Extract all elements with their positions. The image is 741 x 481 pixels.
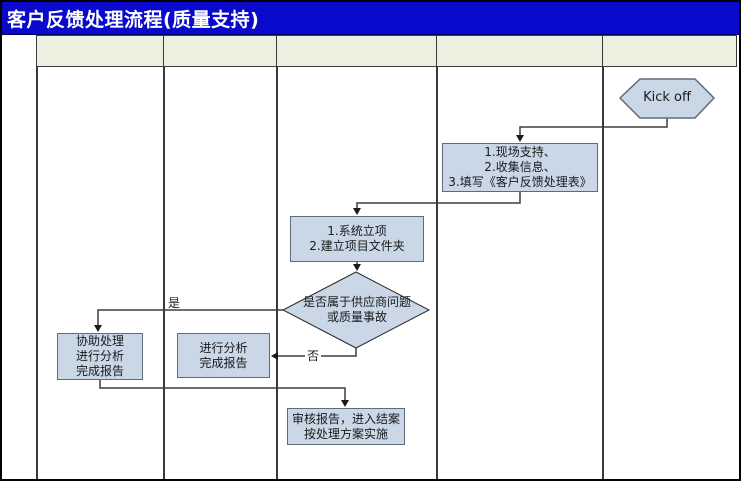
arrowhead-down-review [341, 400, 349, 407]
node-review-close: 审核报告，进入结案 按处理方案实施 [287, 408, 405, 445]
lane-header-2 [163, 35, 278, 67]
arrowhead-down-project [353, 208, 361, 215]
edge-assist-to-review [99, 380, 346, 400]
lane-divider-2 [276, 35, 278, 479]
decision-diamond [281, 271, 431, 349]
arrowhead-down-collect [516, 135, 524, 142]
edge-kickoff-to-collect [519, 118, 668, 136]
edge-decision-yes [97, 309, 283, 326]
lane-divider-0 [36, 35, 38, 479]
node-collect-info: 1.现场支持、 2.收集信息、 3.填写《客户反馈处理表》 [442, 143, 598, 192]
arrowhead-down-decision [353, 264, 361, 271]
arrowhead-left-analyze [271, 352, 278, 360]
node-assist-handle: 协助处理 进行分析 完成报告 [57, 333, 143, 380]
node-analyze-report: 进行分析 完成报告 [177, 333, 270, 378]
lane-divider-1 [163, 35, 165, 479]
page-title: 客户反馈处理流程(质量支持) [7, 8, 260, 31]
edge-collect-to-project [356, 192, 521, 208]
title-bar: 客户反馈处理流程(质量支持) [2, 2, 739, 35]
lane-header-5 [602, 35, 737, 67]
kickoff-hexagon [618, 78, 716, 119]
edge-label-no: 否 [305, 349, 322, 363]
kickoff-label: Kick off [643, 90, 691, 105]
edge-decision-no [278, 348, 357, 357]
lane-divider-4 [602, 35, 604, 479]
lane-header-3 [276, 35, 438, 67]
lane-header-4 [436, 35, 604, 67]
lane-divider-3 [436, 35, 438, 479]
edge-label-yes: 是 [168, 296, 181, 310]
decision-label: 是否属于供应商问题 或质量事故 [302, 295, 411, 324]
node-project-setup: 1.系统立项 2.建立项目文件夹 [290, 216, 424, 262]
arrowhead-down-assist [94, 325, 102, 332]
